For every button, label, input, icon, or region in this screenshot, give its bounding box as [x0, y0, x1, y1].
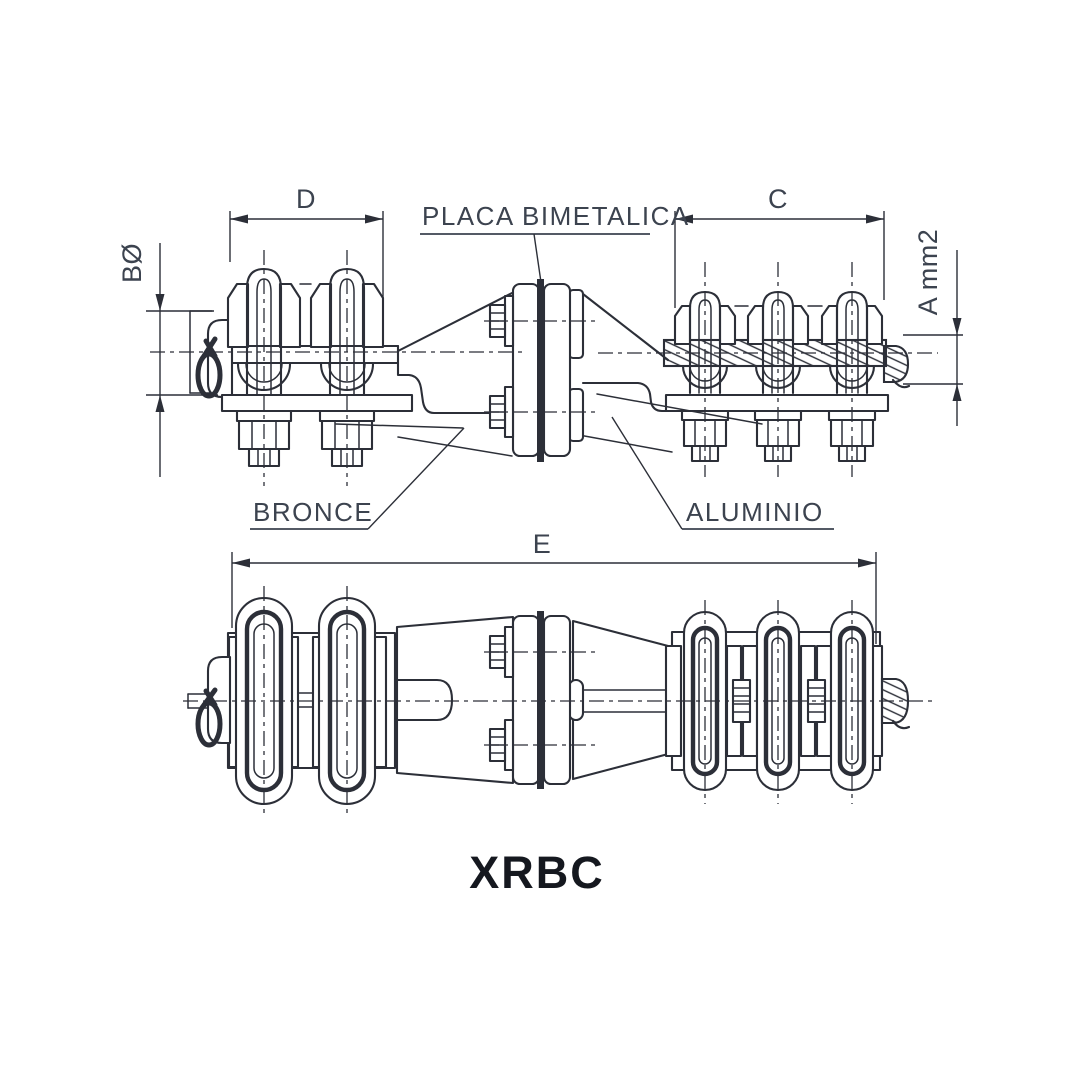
callout-label-aluminio: ALUMINIO	[686, 497, 824, 527]
dimension-label-a-section: A mm2	[913, 229, 943, 316]
callout-placa-bimetalica: PLACA BIMETALICA	[420, 201, 690, 297]
product-code-label: XRBC	[469, 847, 605, 898]
callout-label-bronce: BRONCE	[253, 497, 373, 527]
aluminium-clamp-assembly	[397, 260, 911, 479]
dimension-e: E	[231, 529, 877, 644]
bimetallic-plate-plan	[537, 611, 544, 789]
side-view	[150, 248, 938, 488]
plan-view: E	[183, 529, 936, 816]
dimension-label-b-diameter: BØ	[117, 243, 147, 283]
plan-aluminium-assembly	[571, 600, 911, 804]
callout-bronce: BRONCE	[250, 427, 465, 530]
plan-bronze-assembly	[187, 586, 515, 816]
bronze-clamp-assembly	[189, 248, 464, 488]
dimension-label-e: E	[533, 529, 552, 559]
dimension-label-d: D	[296, 184, 316, 214]
dimension-label-c: C	[768, 184, 788, 214]
wire-loop	[195, 336, 223, 399]
callout-aluminio: ALUMINIO	[611, 416, 834, 530]
bimetallic-joint	[396, 279, 670, 462]
dimension-a-section: A mm2	[903, 229, 963, 426]
dimension-c: C	[674, 184, 885, 308]
plan-bimetallic-joint	[484, 611, 598, 789]
dimension-b-diameter: BØ	[117, 243, 218, 477]
bimetallic-plate	[537, 279, 544, 462]
dimension-d: D	[229, 184, 384, 330]
callout-label-placa-bimetalica: PLACA BIMETALICA	[422, 201, 690, 231]
wire-loop-plan	[195, 687, 223, 748]
